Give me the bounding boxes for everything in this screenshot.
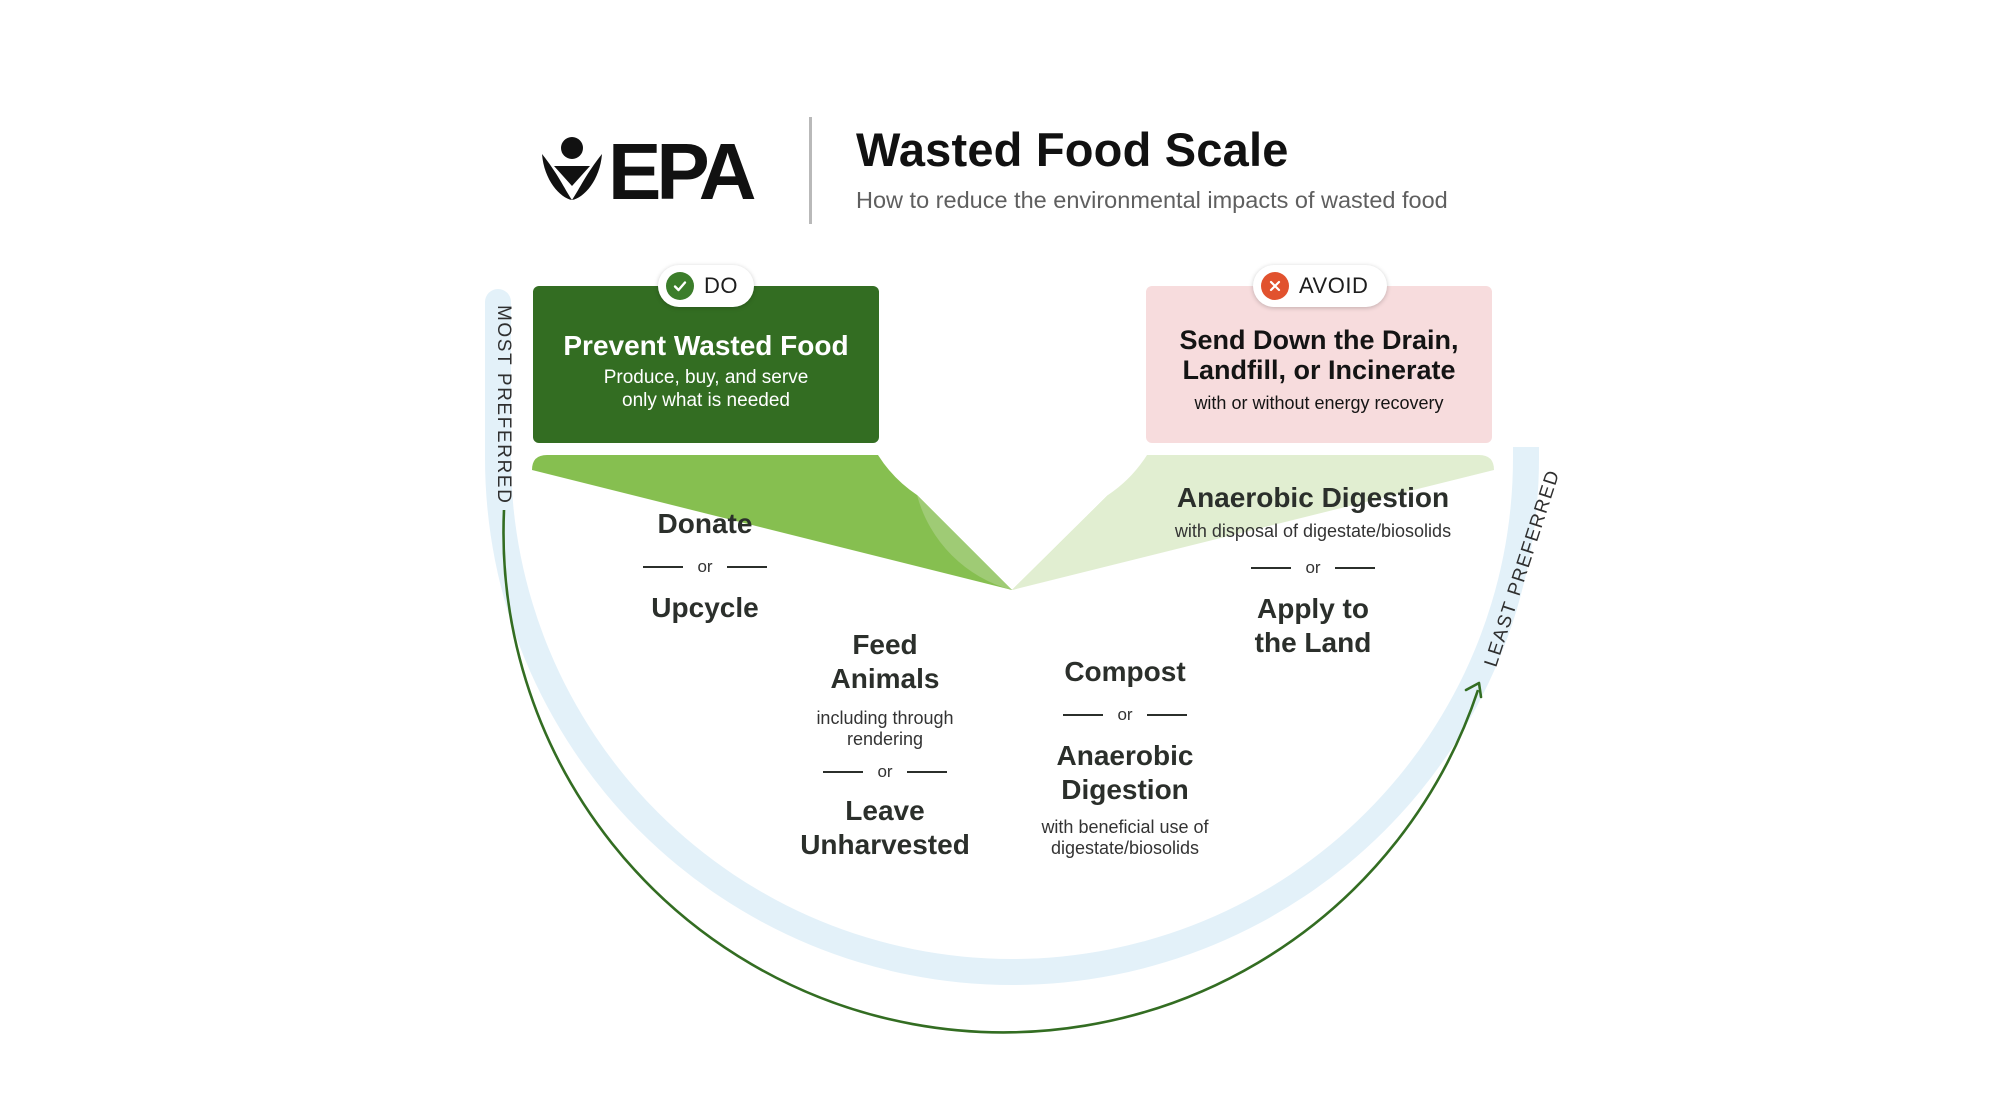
arrow-head-icon	[1464, 681, 1483, 699]
segment-primary: Feed Animals	[830, 629, 940, 694]
segment-anaerobic-disposal: Anaerobic Digestion with disposal of dig…	[1140, 481, 1486, 660]
segment-compost: Compost or Anaerobic Digestion with bene…	[1000, 655, 1250, 859]
segment-feed-animals: Feed Animals including through rendering…	[770, 628, 1000, 862]
do-box: Prevent Wasted Food Produce, buy, and se…	[533, 286, 879, 443]
segment-primary-note: including through rendering	[816, 708, 954, 749]
or-label: or	[1117, 705, 1133, 724]
wedge-anaerobic-land	[1012, 455, 1494, 590]
check-icon	[666, 272, 694, 300]
do-description: Produce, buy, and serve only what is nee…	[603, 367, 809, 411]
page-title: Wasted Food Scale	[856, 123, 1289, 176]
avoid-description: with or without energy recovery	[1194, 393, 1444, 413]
avoid-badge-label: AVOID	[1299, 273, 1369, 298]
segment-secondary: Apply to the Land	[1254, 593, 1372, 658]
segment-secondary: Leave Unharvested	[800, 795, 970, 860]
epa-logo: EPA	[542, 132, 760, 204]
or-label: or	[697, 557, 713, 576]
segment-donate-upcycle: Donate or Upcycle	[580, 507, 830, 625]
segment-primary: Donate	[657, 508, 753, 539]
segment-primary: Compost	[1064, 656, 1186, 687]
or-label: or	[877, 762, 893, 781]
preference-arrow	[502, 509, 1480, 1034]
avoid-box: Send Down the Drain, Landfill, or Incine…	[1146, 286, 1492, 443]
segment-secondary: Anaerobic Digestion	[1056, 740, 1194, 805]
or-divider: or	[770, 762, 1000, 782]
or-divider: or	[1140, 558, 1486, 578]
do-badge-label: DO	[704, 273, 738, 298]
wedge-feed-animals	[917, 495, 1012, 590]
segment-primary-note: with disposal of digestate/biosolids	[1174, 521, 1452, 541]
most-preferred-label: MOST PREFERRED	[493, 305, 514, 504]
or-divider: or	[580, 557, 830, 577]
segment-secondary: Upcycle	[651, 592, 759, 623]
or-label: or	[1305, 558, 1321, 577]
do-badge: DO	[658, 265, 754, 307]
epa-wordmark: EPA	[608, 132, 755, 204]
wedge-donate-upcycle	[532, 455, 1012, 590]
avoid-badge: AVOID	[1253, 265, 1387, 307]
segment-primary: Anaerobic Digestion	[1176, 482, 1450, 513]
or-divider: or	[1000, 705, 1250, 725]
segment-secondary-note: with beneficial use of digestate/biosoli…	[1041, 817, 1209, 858]
x-icon	[1261, 272, 1289, 300]
header-divider	[809, 117, 812, 224]
page-subtitle: How to reduce the environmental impacts …	[856, 187, 1448, 213]
avoid-title: Send Down the Drain, Landfill, or Incine…	[1179, 325, 1459, 385]
do-title: Prevent Wasted Food	[563, 330, 849, 361]
